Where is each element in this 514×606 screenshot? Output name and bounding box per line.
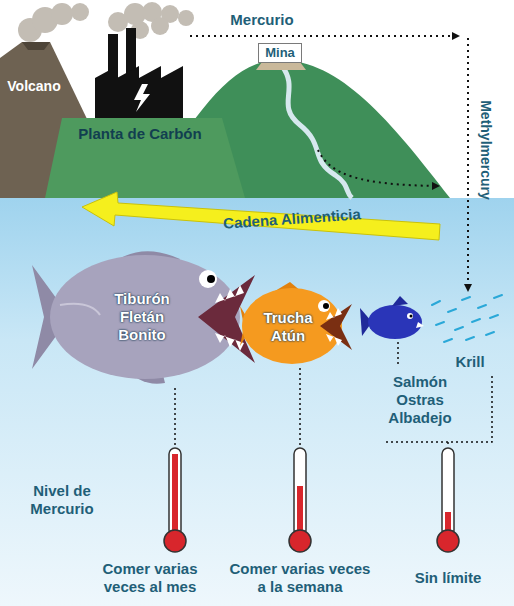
- advice-label: Comer varias veces a la semana: [225, 560, 375, 596]
- food-chain-arrow: [82, 192, 440, 240]
- label-holder: Volcano: [1, 78, 67, 95]
- label-holder: Planta de Carbón: [65, 125, 215, 143]
- label-holder: Krill: [445, 353, 495, 371]
- blue-fish: [360, 296, 424, 339]
- mine-runoff: [282, 66, 352, 198]
- label-holder: Comer varias veces a la semana: [225, 560, 375, 596]
- label-holder: Mercurio: [212, 11, 312, 29]
- species-label: Krill: [445, 353, 495, 371]
- place-label: Volcano: [1, 78, 67, 95]
- flow-label: Methylmercury: [478, 75, 495, 225]
- label-holder: Nivel de Mercurio: [14, 482, 110, 518]
- place-label: Planta de Carbón: [65, 125, 215, 143]
- node-text: Tiburón Fletán Bonito: [102, 290, 182, 344]
- node-text: Mina: [265, 45, 295, 61]
- coal-plant: [95, 28, 183, 118]
- leader-line: [175, 342, 492, 446]
- mercury-path: [467, 38, 469, 290]
- thermometer: [437, 448, 459, 552]
- krill: [432, 295, 502, 342]
- species-label: Salmón Ostras Albadejo: [375, 373, 465, 427]
- flow-label: Mercurio: [212, 11, 312, 29]
- mine-box: Mina: [258, 43, 302, 63]
- predator-fish: Tiburón Fletán Bonito: [30, 245, 256, 391]
- smoke: [18, 2, 194, 42]
- thermometer: [289, 448, 311, 552]
- label-holder: Sin límite: [398, 569, 498, 587]
- label-holder: Methylmercury: [478, 75, 495, 225]
- axis-label: Nivel de Mercurio: [14, 482, 110, 518]
- advice-label: Comer varias veces al mes: [80, 560, 220, 596]
- mercury-path: [318, 150, 438, 186]
- node-text-holder: Trucha Atún: [257, 309, 319, 345]
- advice-label: Sin límite: [398, 569, 498, 587]
- thermometer: [164, 448, 186, 552]
- node-text: Trucha Atún: [257, 309, 319, 345]
- node-text-holder: Tiburón Fletán Bonito: [102, 290, 182, 344]
- mercury-path: [190, 35, 458, 37]
- mine-pit: [256, 62, 306, 70]
- middle-fish: Trucha Atún: [240, 282, 354, 370]
- hill: [45, 118, 245, 198]
- label-holder: Salmón Ostras Albadejo: [375, 373, 465, 427]
- ocean: [0, 198, 514, 606]
- label-holder: Comer varias veces al mes: [80, 560, 220, 596]
